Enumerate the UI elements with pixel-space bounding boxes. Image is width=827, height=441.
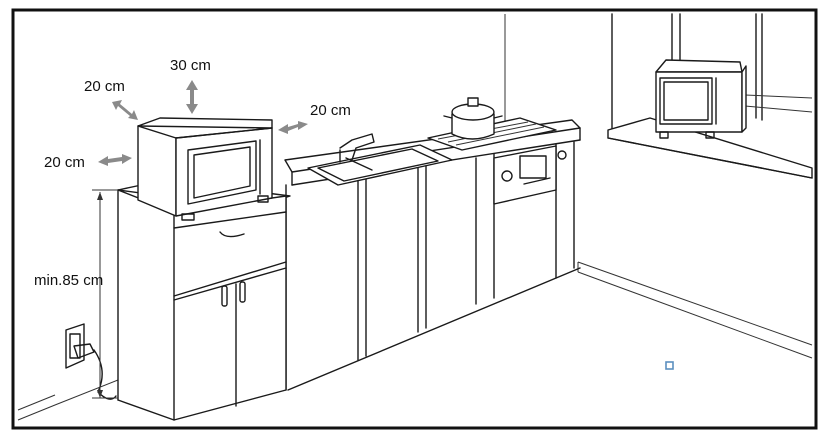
arrow-left-side [98,154,132,166]
microwave-on-sill [655,59,747,139]
arrow-right-side [278,121,308,134]
sink [307,133,453,186]
side-cabinet [117,179,291,421]
label-min-height: min.85 cm [34,272,103,289]
wall-outlet [65,323,117,400]
window [607,13,813,179]
room-walls [17,14,813,421]
diagram-border [11,8,818,430]
label-left-back-clearance: 20 cm [84,78,125,95]
label-left-side-clearance: 20 cm [44,154,85,171]
label-top-clearance: 30 cm [170,57,211,74]
arrow-left-back [112,100,138,120]
microwave [137,117,273,221]
arrow-top [186,80,198,114]
label-right-side-clearance: 20 cm [310,102,351,119]
selection-marker[interactable] [665,361,674,370]
stove-with-pot [427,97,557,151]
height-dimension [92,189,118,399]
